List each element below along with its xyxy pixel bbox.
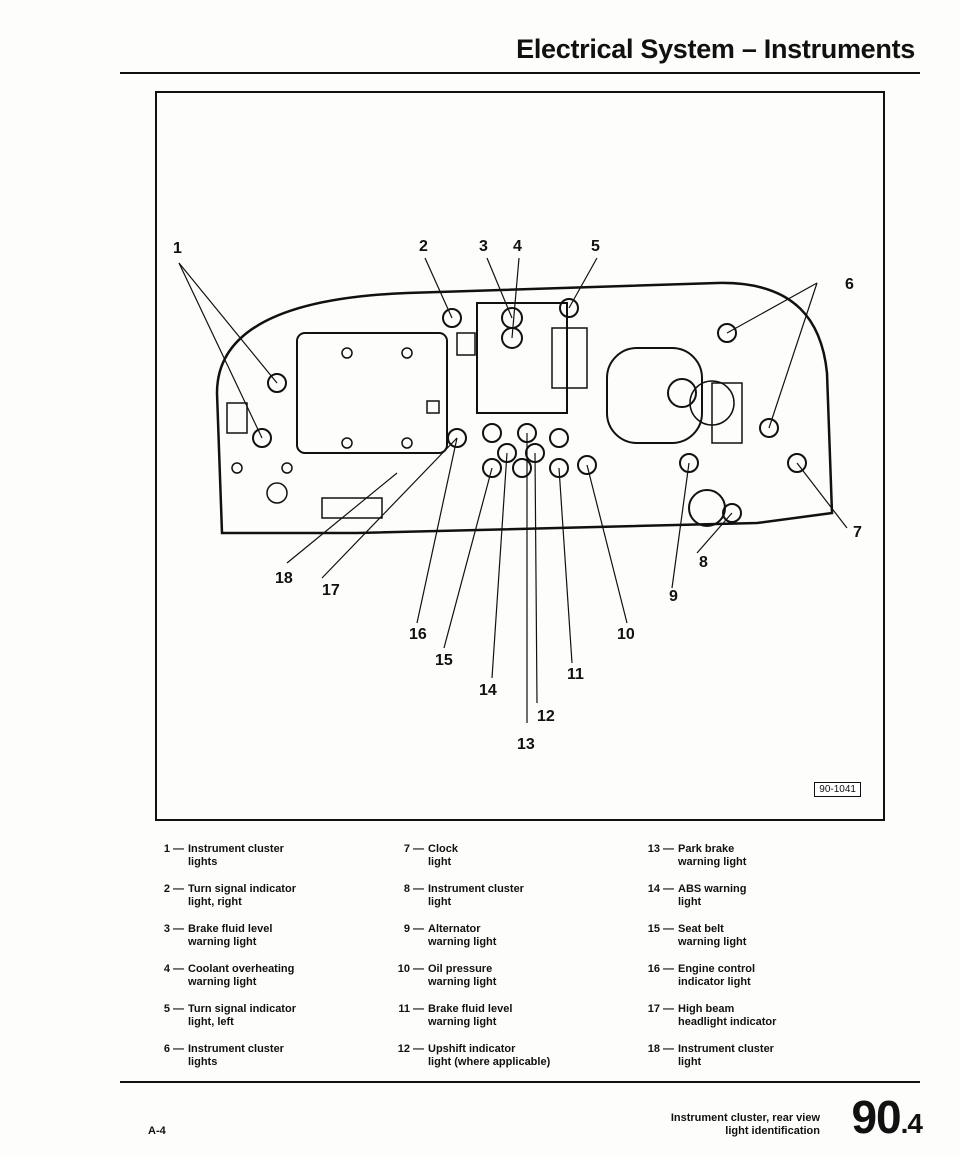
left-gauge-housing	[296, 332, 448, 454]
callout-14: 14	[479, 682, 497, 699]
caption-line-1: Instrument cluster, rear view	[670, 1112, 820, 1124]
bulb-socket	[442, 308, 462, 328]
bulb-socket	[559, 298, 579, 318]
callout-10: 10	[617, 626, 635, 643]
callout-13: 13	[517, 736, 535, 753]
instrument-cluster-diagram: 1 2 3 4 5 6 7 8 9 10 11 12 13 14 15 16 1…	[173, 238, 862, 753]
page-title: Electrical System – Instruments	[516, 34, 915, 64]
callout-8: 8	[699, 554, 708, 571]
callout-5: 5	[591, 238, 600, 255]
callout-4: 4	[513, 238, 522, 255]
right-gauge-housing	[606, 347, 703, 444]
figure-frame: 1 2 3 4 5 6 7 8 9 10 11 12 13 14 15 16 1…	[155, 91, 885, 821]
callout-16: 16	[409, 626, 427, 643]
callout-3: 3	[479, 238, 488, 255]
callout-1: 1	[173, 240, 182, 257]
callout-6: 6	[845, 276, 854, 293]
bulb-socket	[512, 458, 532, 478]
caption-line-2: light identification	[725, 1125, 820, 1137]
section-number: 90.4	[851, 1091, 923, 1143]
page-id: A-4	[148, 1125, 166, 1137]
bulb-socket	[759, 418, 779, 438]
callout-9: 9	[669, 588, 678, 605]
bulb-socket	[722, 503, 742, 523]
bulb-socket	[501, 327, 523, 349]
center-housing	[476, 302, 568, 414]
clock-mechanism	[688, 489, 726, 527]
figure-id: 90-1041	[814, 782, 861, 797]
callout-2: 2	[419, 238, 428, 255]
figure-caption: Instrument cluster, rear view light iden…	[671, 1112, 820, 1138]
bulb-socket	[549, 428, 569, 448]
bulb-socket	[717, 323, 737, 343]
footer-rule	[120, 1081, 920, 1083]
header-rule	[120, 72, 920, 74]
bulb-socket	[679, 453, 699, 473]
callout-18: 18	[275, 570, 293, 587]
bulb-socket	[787, 453, 807, 473]
bulb-socket	[482, 423, 502, 443]
callout-11: 11	[567, 666, 584, 683]
cluster-outline	[215, 281, 834, 535]
bulb-socket	[252, 428, 272, 448]
bulb-socket	[577, 455, 597, 475]
bulb-socket	[482, 458, 502, 478]
callout-15: 15	[435, 652, 453, 669]
bulb-socket	[447, 428, 467, 448]
callout-7: 7	[853, 524, 862, 541]
bulb-socket	[267, 373, 287, 393]
callout-17: 17	[322, 582, 340, 599]
lower-connector	[321, 497, 383, 519]
bulb-sockets	[252, 298, 807, 523]
callout-12: 12	[537, 708, 555, 725]
connector-block	[711, 382, 743, 444]
